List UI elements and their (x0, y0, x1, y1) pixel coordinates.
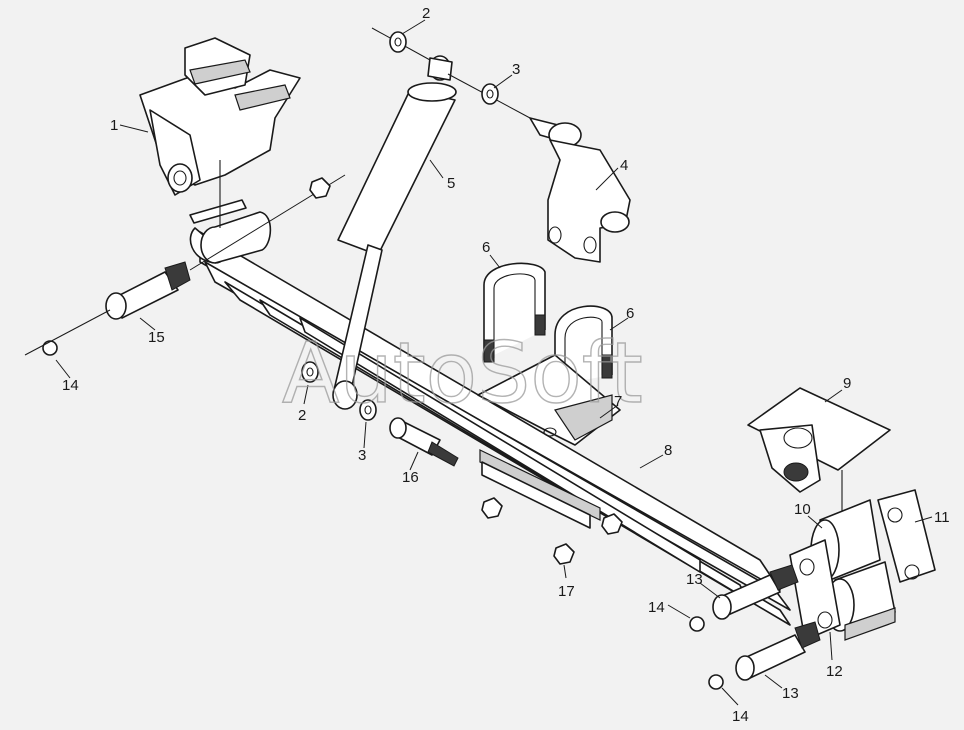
shackle-assembly (789, 489, 936, 641)
shock-absorber (332, 27, 531, 410)
callout-10: 10 (794, 501, 811, 518)
callout-14-left: 14 (62, 377, 79, 394)
washers-and-nuts (24, 31, 724, 690)
callout-3-bottom: 3 (358, 447, 366, 464)
callout-6-left: 6 (482, 239, 490, 256)
u-bolt-right (554, 305, 613, 385)
callout-2-bottom: 2 (298, 407, 306, 424)
lower-shock-pin (389, 417, 459, 467)
watermark-text: AutoSoft (282, 324, 643, 422)
callout-2-top: 2 (422, 5, 430, 22)
callout-3-top: 3 (512, 61, 520, 78)
u-bolt-left (483, 262, 546, 363)
callout-1: 1 (110, 117, 118, 134)
callout-6-right: 6 (626, 305, 634, 322)
callout-13-lower: 13 (782, 685, 799, 702)
callout-15: 15 (148, 329, 165, 346)
callout-13-upper: 13 (686, 571, 703, 588)
callout-8: 8 (664, 442, 672, 459)
callout-labels: 1 2 3 4 5 6 6 7 8 9 10 11 12 13 13 14 14… (62, 5, 950, 725)
callout-11: 11 (934, 509, 950, 526)
shock-mount-bracket (529, 117, 631, 263)
callout-4: 4 (620, 157, 628, 174)
rear-hanger-plate (747, 387, 891, 520)
callout-7: 7 (614, 393, 622, 410)
callout-5: 5 (447, 175, 455, 192)
callout-16: 16 (402, 469, 419, 486)
callout-17: 17 (558, 583, 575, 600)
callout-9: 9 (843, 375, 851, 392)
shackle-pin-lower (735, 621, 821, 681)
leader-lines (55, 19, 933, 706)
callout-12: 12 (826, 663, 843, 680)
front-bracket (139, 37, 301, 228)
callout-14-bottom: 14 (732, 708, 749, 725)
callout-14-mid: 14 (648, 599, 665, 616)
shackle-pin-upper (712, 564, 799, 620)
spring-clamp-plate (477, 354, 621, 446)
